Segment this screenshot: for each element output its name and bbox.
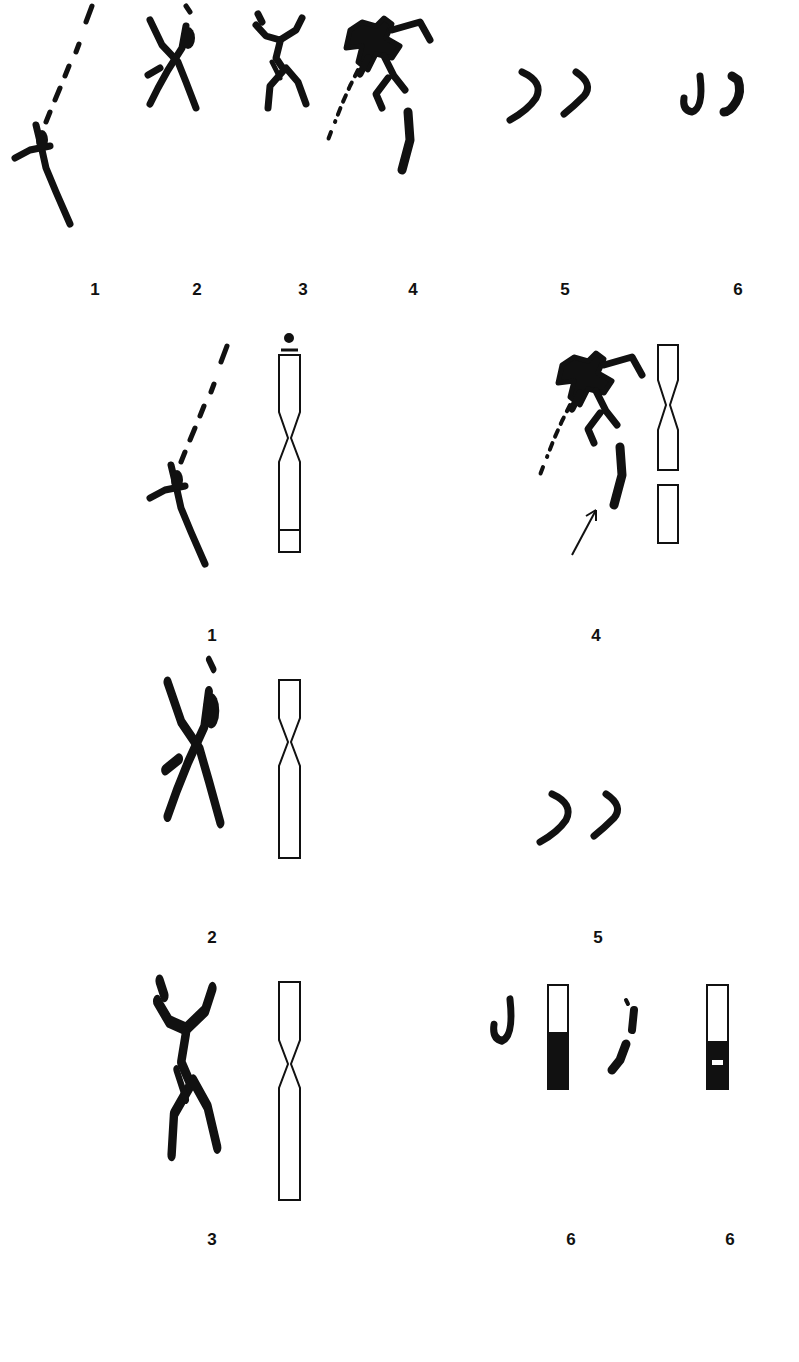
figure-number: 1: [90, 280, 99, 300]
figure-number: 2: [192, 280, 201, 300]
figure-number: 5: [593, 928, 602, 948]
figure-number: 4: [591, 626, 600, 646]
figure-number: 1: [207, 626, 216, 646]
figure-number: 4: [408, 280, 417, 300]
figure-number: 6: [566, 1230, 575, 1250]
figure-number: 5: [560, 280, 569, 300]
figure-number: 6: [733, 280, 742, 300]
figure-number: 6: [725, 1230, 734, 1250]
figure-number: 3: [207, 1230, 216, 1250]
figure-number: 3: [298, 280, 307, 300]
figure-number: 2: [207, 928, 216, 948]
